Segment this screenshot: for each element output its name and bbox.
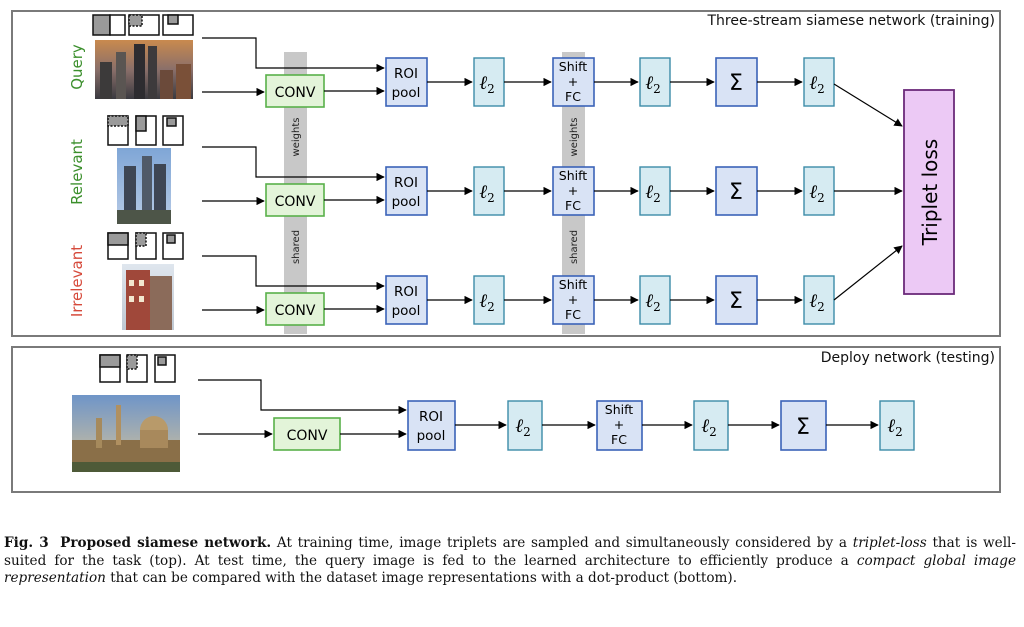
sum-label: Σ <box>729 289 743 314</box>
shift-label: Shift <box>559 168 588 183</box>
roi-pool-block <box>385 166 428 216</box>
shift-fc-block <box>552 57 595 107</box>
irrelevant-image <box>122 264 174 330</box>
sum-block <box>715 275 758 325</box>
figure-canvas: Three-stream siamese network (training) … <box>11 10 1001 493</box>
conv-shared-note: shared <box>291 230 302 264</box>
caption-emphasis-1: triplet-loss <box>852 535 927 551</box>
deploy-stream: CONV ROI pool ℓ2 Shift + FC ℓ2 Σ ℓ2 <box>273 400 915 451</box>
conv-block <box>265 183 325 217</box>
sum-block <box>780 400 827 451</box>
l2-block <box>507 400 543 451</box>
caption-label: Fig. 3 <box>4 535 49 551</box>
stream-label-relevant: Relevant <box>68 139 86 205</box>
conv-block <box>265 74 325 108</box>
l2-label: ℓ2 <box>809 290 825 314</box>
relevant-image <box>117 148 171 224</box>
caption-emphasis-2: compact global image representation <box>4 552 1016 587</box>
l2-block <box>473 57 505 107</box>
caption-title: Proposed siamese network. <box>60 535 272 551</box>
deploy-title: Deploy network (testing) <box>821 350 995 366</box>
stream-label-irrelevant: Irrelevant <box>68 245 86 317</box>
stream-label-query: Query <box>68 44 86 90</box>
l2-block <box>693 400 729 451</box>
roi-label: ROI <box>394 284 418 300</box>
triplet-loss-block <box>903 89 955 295</box>
conv-weights-note: weights <box>291 118 302 157</box>
fc-weights-note: weights <box>569 118 580 157</box>
stream-query: CONV ROI pool ℓ2 Shift + FC ℓ2 Σ ℓ2 <box>265 57 903 127</box>
roi-pool-block <box>385 275 428 325</box>
caption-text-1: At training time, image triplets are sam… <box>271 535 853 551</box>
stream-relevant: CONV ROI pool ℓ2 Shift + FC ℓ2 Σ ℓ2 <box>265 166 903 217</box>
pool-label: pool <box>392 194 421 210</box>
training-frame <box>11 10 1001 337</box>
roi-label: ROI <box>419 409 443 425</box>
l2-label: ℓ2 <box>701 415 717 439</box>
sum-block <box>715 57 758 107</box>
l2-label: ℓ2 <box>809 181 825 205</box>
roi-label: ROI <box>394 175 418 191</box>
pool-label: pool <box>392 85 421 101</box>
conv-label: CONV <box>275 194 316 210</box>
l2-label: ℓ2 <box>515 415 531 439</box>
l2-label: ℓ2 <box>479 72 495 96</box>
fc-label: FC <box>565 198 581 213</box>
fc-label: FC <box>611 432 627 447</box>
fc-shared-note: shared <box>569 230 580 264</box>
shift-fc-block <box>552 275 595 325</box>
sum-label: Σ <box>729 71 743 96</box>
training-title: Three-stream siamese network (training) <box>707 13 996 29</box>
l2-label: ℓ2 <box>479 290 495 314</box>
shift-label: Shift <box>605 402 634 417</box>
l2-block <box>639 275 671 325</box>
stream-irrelevant: CONV ROI pool ℓ2 Shift + FC ℓ2 Σ ℓ2 <box>265 245 903 326</box>
caption-text-3: that can be compared with the dataset im… <box>105 570 738 587</box>
region-glyphs-relevant <box>107 115 184 146</box>
shift-label: Shift <box>559 277 588 292</box>
region-glyphs-deploy <box>99 354 176 383</box>
l2-block <box>639 166 671 216</box>
query-image <box>95 40 193 99</box>
l2-label: ℓ2 <box>645 72 661 96</box>
sum-label: Σ <box>796 415 810 440</box>
l2-block <box>803 57 835 107</box>
pool-label: pool <box>392 303 421 319</box>
shift-label: Shift <box>559 59 588 74</box>
l2-block <box>879 400 915 451</box>
pool-label: pool <box>417 428 446 444</box>
conv-label: CONV <box>275 85 316 101</box>
l2-block <box>803 166 835 216</box>
l2-label: ℓ2 <box>645 290 661 314</box>
sum-label: Σ <box>729 180 743 205</box>
plus-label: + <box>568 292 578 307</box>
l2-block <box>473 166 505 216</box>
l2-label: ℓ2 <box>809 72 825 96</box>
conv-label: CONV <box>287 428 328 444</box>
deploy-image <box>72 395 180 472</box>
plus-label: + <box>568 183 578 198</box>
roi-pool-block <box>385 57 428 107</box>
l2-label: ℓ2 <box>479 181 495 205</box>
triplet-loss-label: Triplet loss <box>918 139 942 246</box>
conv-block <box>273 417 341 451</box>
conv-label: CONV <box>275 303 316 319</box>
l2-label: ℓ2 <box>887 415 903 439</box>
region-glyphs-irrelevant <box>107 232 184 260</box>
fc-label: FC <box>565 307 581 322</box>
roi-label: ROI <box>394 66 418 82</box>
region-glyphs-query <box>92 14 194 36</box>
plus-label: + <box>614 417 624 432</box>
deploy-frame <box>11 346 1001 493</box>
l2-label: ℓ2 <box>645 181 661 205</box>
caption-text-2: that is well-suited for the task (top). … <box>4 535 1017 569</box>
fc-label: FC <box>565 89 581 104</box>
l2-block <box>639 57 671 107</box>
figure-caption: Fig. 3 Proposed siamese network. At trai… <box>4 535 1016 588</box>
plus-label: + <box>568 74 578 89</box>
